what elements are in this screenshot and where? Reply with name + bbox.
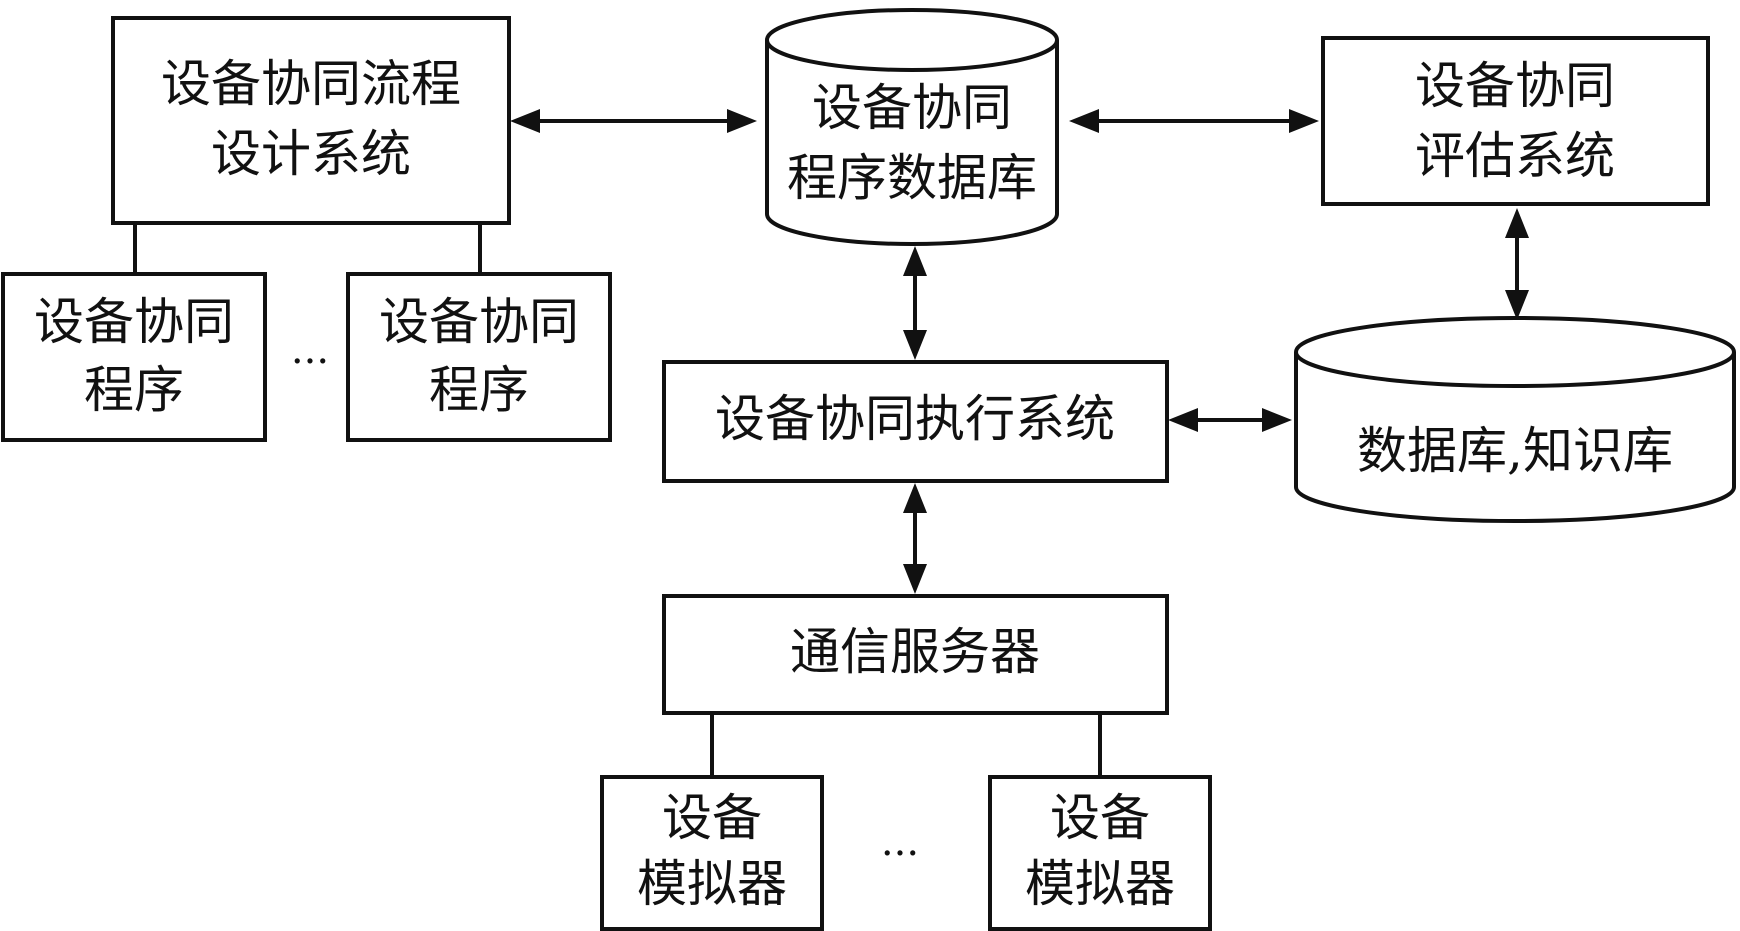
program-database: 设备协同 程序数据库 [765,8,1059,246]
programs-ellipsis: ... [291,327,329,373]
arrow-design-to-program-db [510,109,757,133]
design-system-line2: 设计系统 [211,125,411,183]
design-system-line1: 设备协同流程 [161,55,461,113]
arrow-exec-to-knowledge-db [1168,408,1292,432]
arrow-exec-to-comm-server [903,483,927,594]
program-db-line1: 设备协同 [812,79,1012,137]
program-1-line1: 设备协同 [34,293,234,351]
simulator-2-line1: 设备 [1050,789,1150,847]
eval-system-line2: 评估系统 [1415,127,1615,185]
program-box-1: 设备协同 程序 [1,272,267,442]
program-db-line2: 程序数据库 [787,149,1037,207]
knowledge-database: 数据库,知识库 [1294,316,1736,523]
simulator-box-2: 设备 模拟器 [988,775,1212,931]
arrow-program-db-to-eval [1069,109,1319,133]
exec-system-box: 设备协同执行系统 [662,360,1169,483]
program-2-line1: 设备协同 [379,293,579,351]
program-2-line2: 程序 [429,361,529,419]
eval-system-box: 设备协同 评估系统 [1321,36,1710,206]
knowledge-db-label: 数据库,知识库 [1357,422,1673,480]
simulator-1-line2: 模拟器 [637,855,787,913]
arrow-eval-to-knowledge-db [1505,208,1529,320]
simulator-box-1: 设备 模拟器 [600,775,824,931]
simulator-1-line1: 设备 [662,789,762,847]
design-system-box: 设备协同流程 设计系统 [111,16,511,225]
comm-server-label: 通信服务器 [790,623,1040,681]
comm-server-box: 通信服务器 [662,594,1169,715]
arrow-program-db-to-exec [903,246,927,360]
simulators-ellipsis: ... [881,819,919,865]
exec-system-label: 设备协同执行系统 [715,390,1115,448]
program-box-2: 设备协同 程序 [346,272,612,442]
program-1-line2: 程序 [84,361,184,419]
simulator-2-line2: 模拟器 [1025,855,1175,913]
eval-system-line1: 设备协同 [1415,57,1615,115]
